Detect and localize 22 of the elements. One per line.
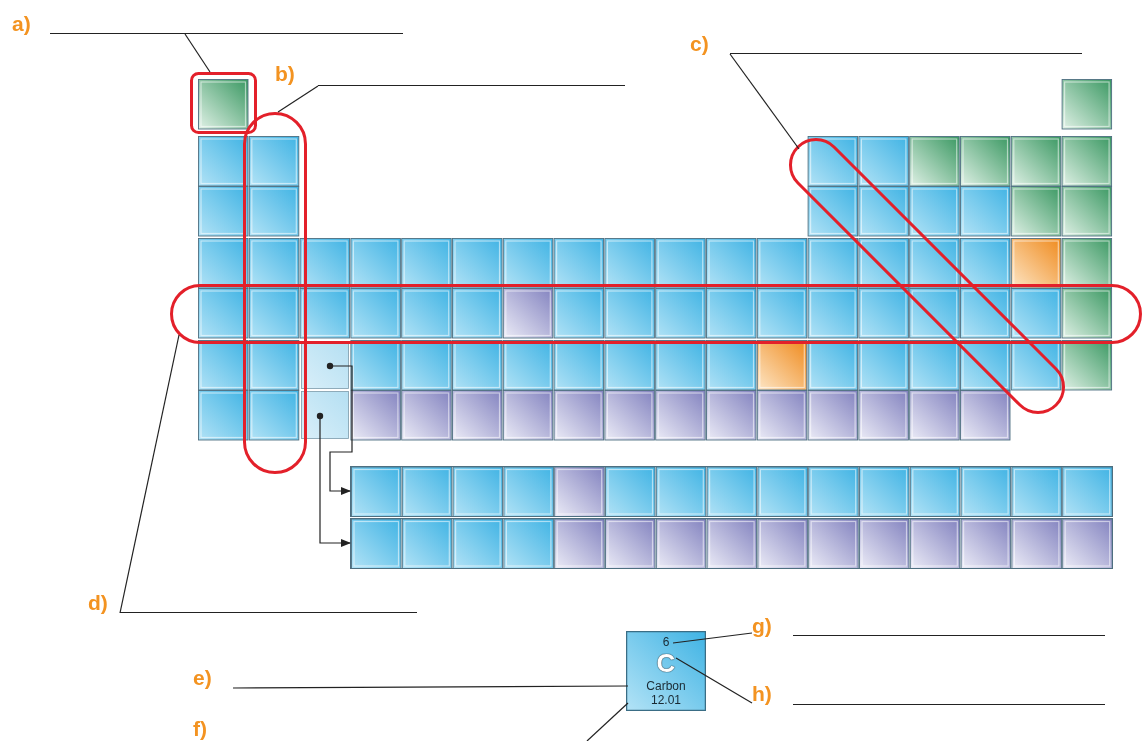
question-label: d) [88, 592, 108, 613]
question-label: e) [193, 667, 233, 692]
leader-line [232, 685, 629, 689]
question-label: a) [12, 13, 31, 34]
question-label: f) [193, 718, 223, 741]
question-label: b) [275, 63, 295, 84]
leader-line [675, 657, 753, 704]
leader-line [119, 334, 180, 614]
atomic-number: 6 [659, 635, 673, 650]
element-name: Carbon [628, 679, 704, 694]
leader-line [184, 33, 211, 73]
arrow [316, 412, 351, 547]
leader-line [729, 53, 800, 150]
arrow [326, 362, 353, 495]
atomic-mass: 12.01 [628, 693, 704, 708]
leader-line [586, 702, 629, 741]
element-symbol: C [652, 649, 680, 677]
question-label: c) [690, 33, 709, 54]
leader-line [672, 632, 753, 644]
question-label: g) [752, 615, 772, 636]
question-label: h) [752, 683, 772, 704]
leader-line [277, 85, 319, 113]
